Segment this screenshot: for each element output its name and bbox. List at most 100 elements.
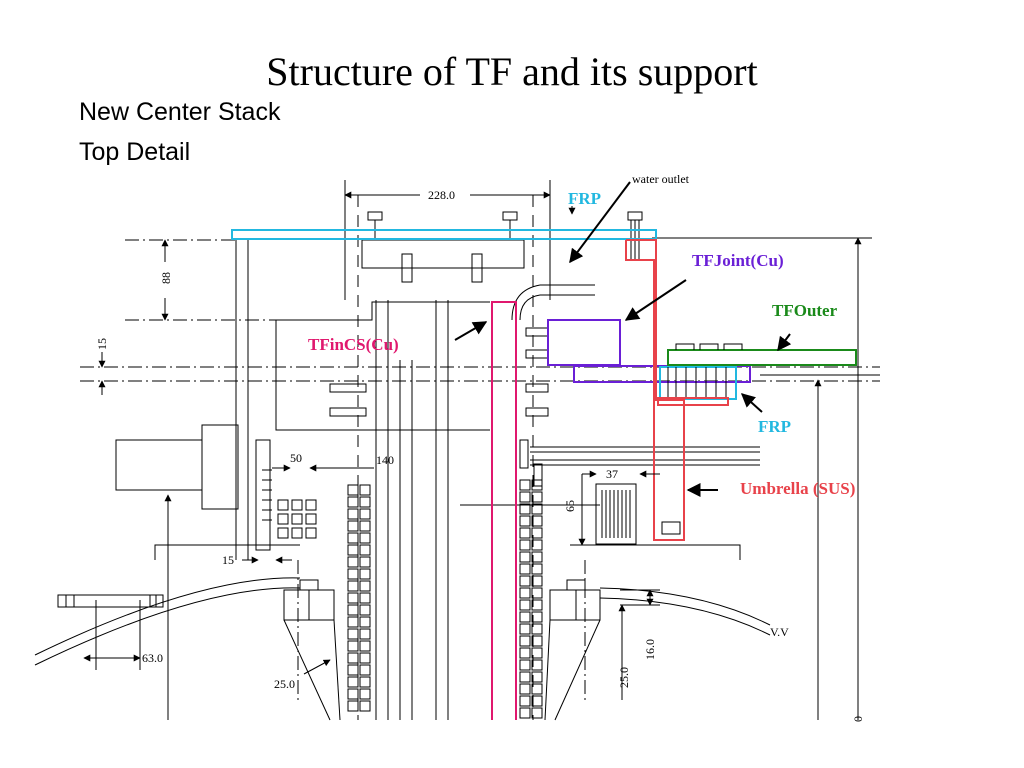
stack-square (359, 532, 371, 544)
dim-15-bottom: 15 (222, 553, 234, 567)
grid-square (305, 513, 317, 525)
tfincs-conductor (491, 301, 517, 720)
label-umbrella: Umbrella (SUS) (740, 479, 855, 498)
stack-square (359, 640, 371, 652)
stack-square (359, 484, 371, 496)
dim-50: 50 (290, 451, 302, 465)
stack-square (347, 556, 359, 568)
stack-square (531, 671, 543, 683)
dim-228: 228.0 (428, 188, 455, 202)
stack-square (531, 707, 543, 719)
stack-square (519, 527, 531, 539)
stack-square (519, 551, 531, 563)
stack-square (347, 628, 359, 640)
leader-arrows (454, 181, 792, 497)
stack-square (519, 503, 531, 515)
structure-lines (34, 180, 880, 721)
stack-square (519, 707, 531, 719)
stack-square (347, 508, 359, 520)
dim-0: 0 (851, 716, 865, 722)
stack-square (519, 695, 531, 707)
stack-square (359, 508, 371, 520)
stack-square (347, 484, 359, 496)
stack-square (531, 539, 543, 551)
stack-square (531, 575, 543, 587)
stack-square (359, 604, 371, 616)
stack-square (519, 635, 531, 647)
label-vv: V.V (770, 625, 789, 639)
stack-square (347, 676, 359, 688)
stack-square (519, 479, 531, 491)
centerlines (80, 239, 880, 700)
grid-square (305, 499, 317, 511)
stack-square (519, 659, 531, 671)
stack-square (359, 688, 371, 700)
stack-square (359, 676, 371, 688)
stack-square (347, 700, 359, 712)
slide-title: Structure of TF and its support (266, 49, 758, 94)
subtitle-top-detail: Top Detail (79, 138, 191, 166)
grid-square (305, 527, 317, 539)
stack-square (531, 623, 543, 635)
stack-square (359, 580, 371, 592)
stack-square (359, 652, 371, 664)
grid-square (291, 499, 303, 511)
stack-square (531, 503, 543, 515)
stack-square (519, 539, 531, 551)
umbrella-sus (625, 239, 729, 541)
tfouter (667, 343, 857, 366)
stack-square (347, 664, 359, 676)
dim-25-right: 25.0 (617, 667, 631, 688)
stack-square (347, 520, 359, 532)
conductor-stack-left (347, 484, 371, 712)
coil-block (595, 483, 637, 545)
stack-square (531, 695, 543, 707)
dim-25-left: 25.0 (274, 677, 295, 691)
dimension-lines (83, 191, 862, 720)
stack-square (347, 604, 359, 616)
stack-square (347, 652, 359, 664)
stack-square (359, 616, 371, 628)
dim-15-left: 15 (95, 338, 109, 350)
dim-88: 88 (159, 272, 173, 284)
grid-square (291, 527, 303, 539)
stack-square (519, 563, 531, 575)
stack-square (359, 568, 371, 580)
dim-140: 140 (376, 453, 394, 467)
stack-square (519, 623, 531, 635)
grid-square (277, 527, 289, 539)
stack-square (359, 544, 371, 556)
stack-square (359, 520, 371, 532)
stack-square (359, 628, 371, 640)
grid-square (277, 499, 289, 511)
stack-square (531, 527, 543, 539)
label-tfjoint: TFJoint(Cu) (692, 251, 784, 270)
dashed-lines (357, 195, 534, 720)
stack-square (531, 683, 543, 695)
dim-37: 37 (606, 467, 618, 481)
stack-square (519, 575, 531, 587)
stack-square (519, 647, 531, 659)
stack-square (359, 592, 371, 604)
dim-16: 16.0 (643, 639, 657, 660)
label-tfouter: TFOuter (772, 301, 838, 320)
label-frp-right: FRP (758, 417, 791, 436)
stack-square (519, 683, 531, 695)
stack-square (347, 580, 359, 592)
stack-square (531, 659, 543, 671)
stack-square (531, 479, 543, 491)
stack-square (359, 664, 371, 676)
dim-63: 63.0 (142, 651, 163, 665)
stack-square (519, 599, 531, 611)
stack-square (531, 647, 543, 659)
stack-square (359, 700, 371, 712)
stack-square (531, 599, 543, 611)
stack-square (531, 491, 543, 503)
grid-square (291, 513, 303, 525)
conductor-grid-left (277, 499, 317, 539)
stack-square (519, 515, 531, 527)
stack-square (531, 551, 543, 563)
stack-square (347, 616, 359, 628)
stack-square (347, 544, 359, 556)
